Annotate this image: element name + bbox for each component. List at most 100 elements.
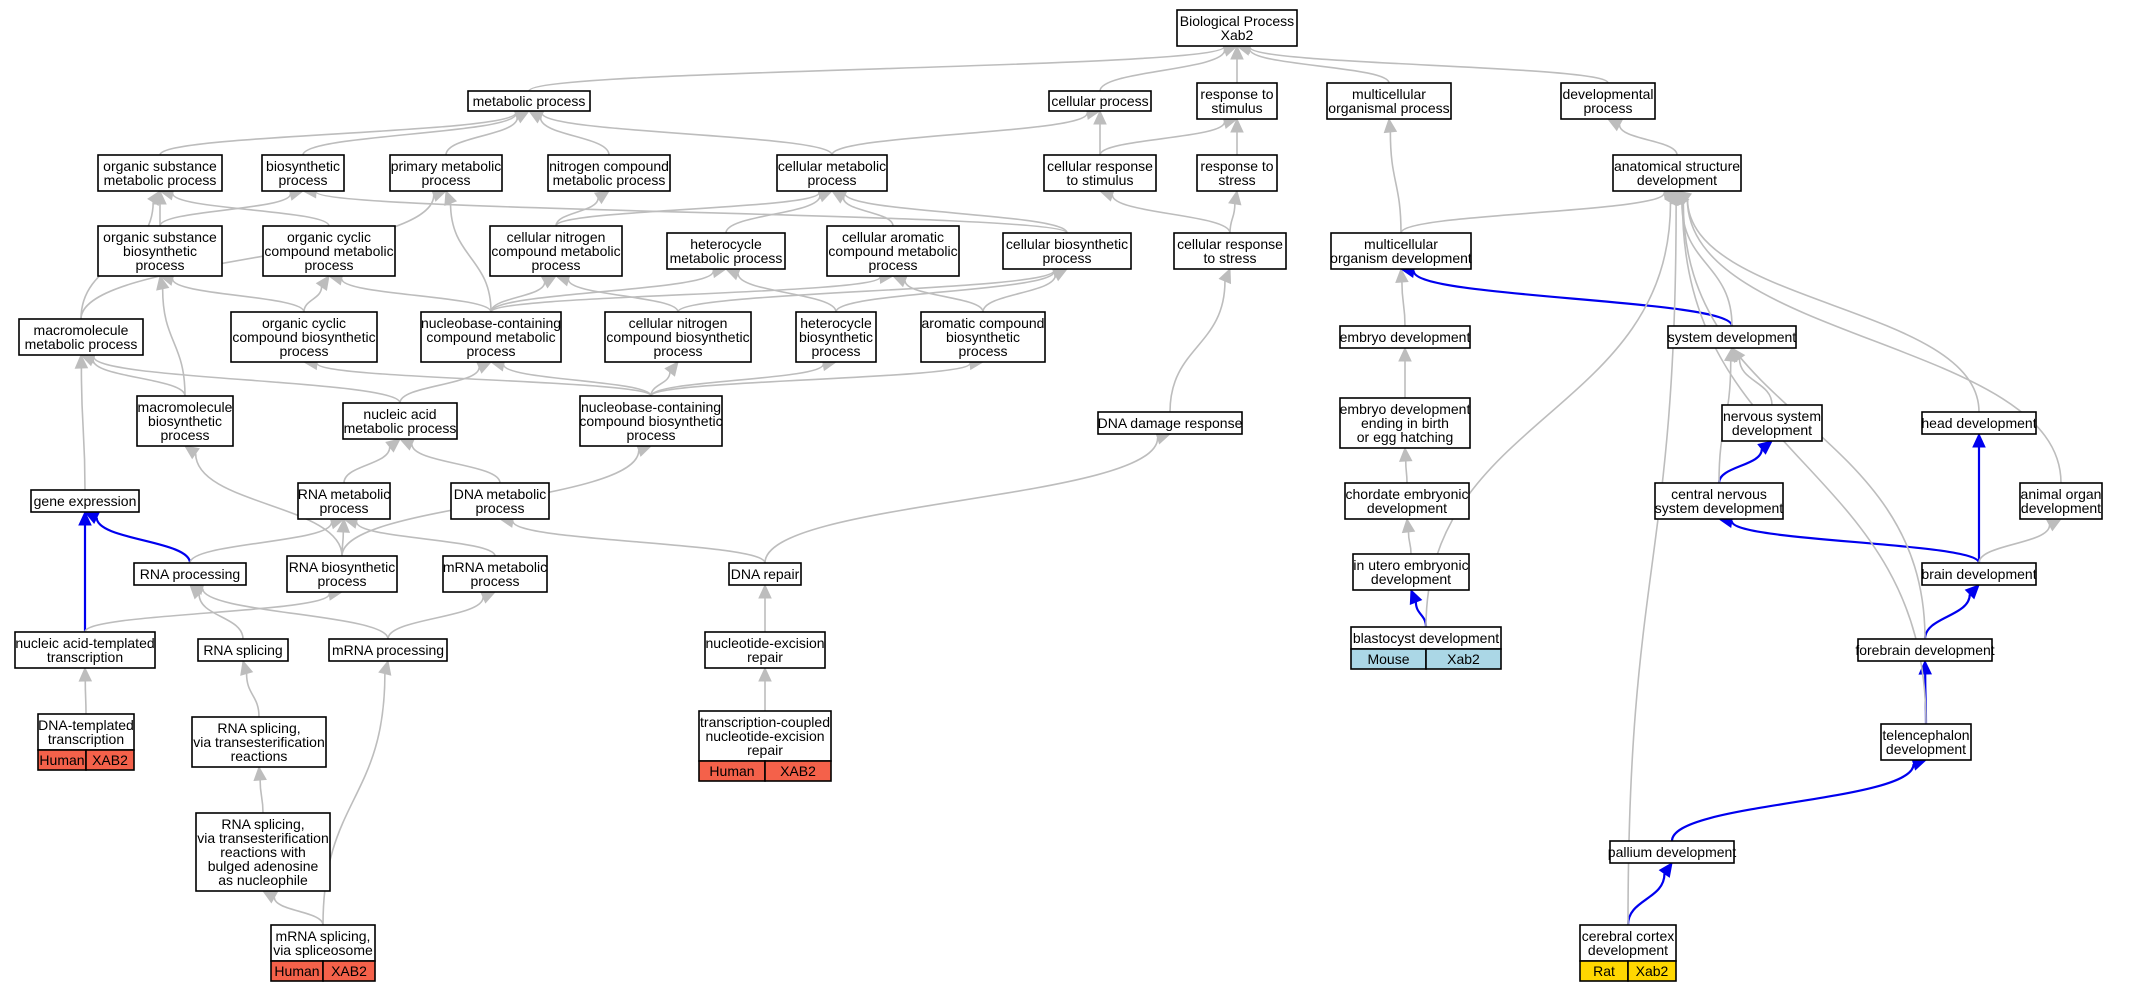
edge-line <box>528 46 1225 92</box>
node-label-line: development <box>1588 942 1668 958</box>
edge-line <box>273 897 324 926</box>
edge-nucleic_templated-to-gene_expression <box>78 510 92 632</box>
node-pallium_dev[interactable]: pallium development <box>1608 840 1737 864</box>
node-gene_expression[interactable]: gene expression <box>30 489 140 513</box>
node-label-line: development <box>1637 172 1717 188</box>
arrowhead <box>1230 117 1244 133</box>
node-label-line: DNA damage response <box>1098 415 1243 431</box>
edge-line <box>650 362 971 397</box>
node-cellular[interactable]: cellular process <box>1048 90 1152 112</box>
node-head_dev[interactable]: head development <box>1921 411 2037 435</box>
node-label-line: process <box>475 500 524 516</box>
edge-line <box>512 520 766 564</box>
node-label-line: reactions <box>231 748 288 764</box>
edge-line <box>1248 48 1390 84</box>
node-box <box>261 154 345 192</box>
node-label-line: cellular biosynthetic <box>1006 236 1128 252</box>
node-rna_splicing[interactable]: RNA splicing <box>197 638 289 662</box>
node-rna_processing[interactable]: RNA processing <box>133 562 247 586</box>
node-tc_ner[interactable]: transcription-couplednucleotide-excision… <box>698 710 832 782</box>
node-label-line: development <box>2021 500 2101 516</box>
node-label-line: organism development <box>1330 250 1472 266</box>
node-dna_repair[interactable]: DNA repair <box>728 562 802 586</box>
node-label-line: process <box>304 257 353 273</box>
node-embryo_dev[interactable]: embryo development <box>1339 325 1471 349</box>
node-rna_splicing_trans[interactable]: RNA splicing,via transesterificationreac… <box>191 716 327 768</box>
node-metabolic[interactable]: metabolic process <box>467 90 591 112</box>
node-box <box>1921 562 2037 586</box>
edge-line <box>1111 194 1231 234</box>
node-system_dev[interactable]: system development <box>1667 325 1797 349</box>
node-label-line: nucleobase-containing <box>581 399 721 415</box>
edge-line <box>650 363 825 397</box>
arrowhead <box>1409 588 1423 606</box>
node-dna_damage[interactable]: DNA damage response <box>1097 411 1243 435</box>
edge-line <box>159 111 517 156</box>
node-label-line: process <box>531 257 580 273</box>
arrowhead <box>1972 432 1986 448</box>
node-rna_splicing_bulged[interactable]: RNA splicing,via transesterificationreac… <box>195 812 331 892</box>
node-label-line: system development <box>1655 500 1784 516</box>
edge-org_cyclic_biosyn-to-org_subst_biosyn <box>158 272 305 313</box>
species-label: Mouse <box>1367 651 1409 667</box>
edge-line <box>904 280 984 313</box>
edge-line <box>1627 203 1677 926</box>
node-brain_dev[interactable]: brain development <box>1921 562 2037 586</box>
edge-line <box>1717 448 1763 484</box>
node-label-line: nucleic acid-templated <box>15 635 154 651</box>
node-mrna_processing[interactable]: mRNA processing <box>328 638 448 662</box>
edge-line <box>1099 121 1226 156</box>
node-box <box>230 311 378 363</box>
node-label-line: Xab2 <box>1221 27 1254 43</box>
node-forebrain_dev[interactable]: forebrain development <box>1855 638 1995 662</box>
arrowhead <box>1228 189 1242 206</box>
node-label-line: compound biosynthetic <box>606 329 749 345</box>
